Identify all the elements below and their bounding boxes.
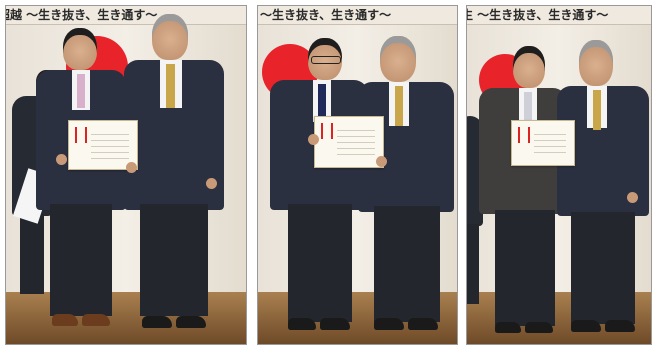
banner: 超越 ～生き抜き、生き通す～ [6,6,246,25]
award-certificate [511,120,575,166]
stage-floor [6,292,246,344]
award-certificate [68,120,138,170]
banner-text: 超越 ～生き抜き、生き通す～ [6,8,158,22]
hand [126,162,137,173]
award-certificate [314,116,384,168]
banner-text: ～生き抜き、生き通す～ [260,8,392,22]
hand [56,154,67,165]
banner: 生 ～生き抜き、生き通す～ [467,6,651,25]
photo-panel-2: ～生き抜き、生き通す～ [257,5,458,345]
hand [308,134,319,145]
glasses [311,56,341,64]
banner: ～生き抜き、生き通す～ [258,6,457,25]
banner-text: 生 ～生き抜き、生き通す～ [467,8,609,22]
hand [376,156,387,167]
photo-panel-3: 生 ～生き抜き、生き通す～ [466,5,652,345]
photo-panel-1: 超越 ～生き抜き、生き通す～ [5,5,247,345]
